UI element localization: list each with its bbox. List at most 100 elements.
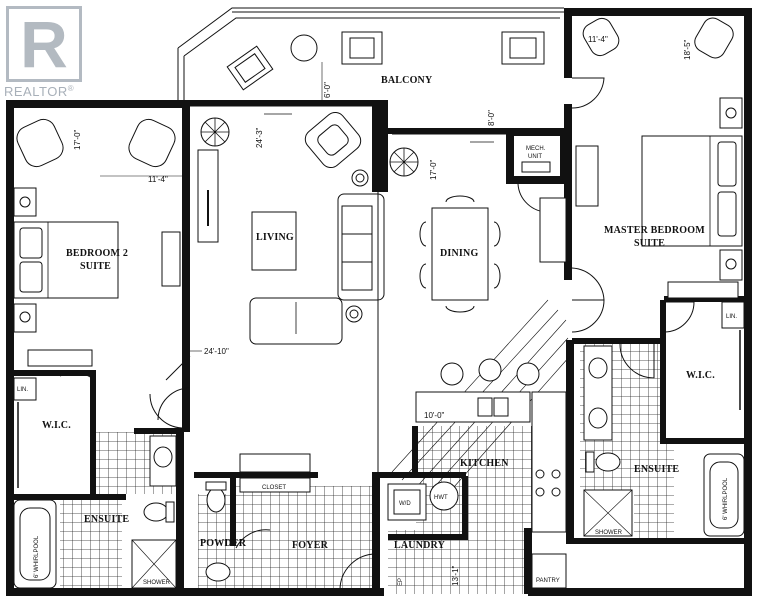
wall-wic-left-right	[90, 370, 96, 500]
kitchen-cooktop	[535, 469, 561, 497]
dim-bed2-width: 11'-4"	[148, 175, 168, 184]
shower-right-label: SHOWER	[595, 530, 623, 536]
dim-balcony-depth: 6'-0"	[323, 82, 332, 98]
wall-bottom	[6, 588, 384, 596]
foyer-label: FOYER	[292, 540, 329, 551]
dim-balcony-depth-2: 8'-0"	[487, 110, 496, 126]
living-sofa-right-cushion-1	[341, 205, 373, 235]
wd-label: W/D	[399, 501, 411, 507]
living-label: LIVING	[256, 232, 294, 243]
bed2-wic-door	[59, 372, 93, 379]
dining-chair-top	[445, 195, 475, 203]
hwt-tank	[429, 481, 459, 511]
wall-kitchen-right	[566, 340, 574, 540]
wall-master-left-2	[564, 104, 572, 280]
closet-shelf	[239, 453, 311, 473]
whirlpool-right-label: 6' WHIRLPOOL	[723, 477, 729, 520]
dining-chair-l1	[419, 221, 427, 247]
plant-icon-living	[200, 117, 230, 147]
realtor-logo-mark: R	[20, 7, 68, 81]
master-door-arc-top	[571, 77, 605, 109]
whirlpool-left-label: 6' WHIRLPOOL	[34, 535, 40, 578]
balcony-chair-2-inner	[509, 37, 537, 59]
mech-label-2: UNIT	[528, 154, 542, 160]
dim-bed2-length: 17'-0"	[73, 129, 82, 150]
master-armchair-right	[694, 17, 734, 59]
tile-ensuite-right-2	[634, 440, 674, 540]
ep-label: EP	[398, 578, 404, 586]
lin-left-box	[13, 377, 37, 401]
pantry-box	[531, 553, 567, 589]
wall-bottom-right	[528, 588, 750, 596]
realtor-reg: ®	[67, 84, 75, 93]
bed2-armchair-right	[128, 118, 176, 168]
wic-right-label: W.I.C.	[686, 370, 715, 381]
kitchen-island	[415, 391, 531, 423]
kitchen-sink-left	[477, 397, 493, 417]
whirlpool-left-inner	[19, 507, 51, 581]
master-armchair-left	[582, 17, 620, 57]
living-sofa-right-cushion-2	[341, 233, 373, 263]
dining-chair-l2	[419, 263, 427, 289]
shower-left-label: SHOWER	[143, 580, 171, 586]
bed2-lamp-top	[19, 196, 31, 208]
mech-unit-inner	[521, 161, 551, 173]
ensuite-left-door-arc	[149, 393, 183, 429]
wall-pantry	[524, 528, 532, 594]
wall-top-bedroom2	[6, 100, 186, 108]
wall-master-bottom-2	[572, 338, 664, 344]
living-coffee-table	[251, 211, 297, 271]
kitchen-counter-right	[531, 391, 567, 533]
bed2-pillow-2	[19, 261, 43, 293]
wall-ensuite-right-bottom	[566, 538, 752, 544]
closet-label: CLOSET	[262, 485, 286, 491]
living-sofa-right-cushion-3	[341, 261, 373, 291]
ensuite-right-sink-1	[588, 357, 608, 379]
ensuite-left-toilet-tank	[165, 501, 175, 523]
ensuite-right-sink-2	[588, 407, 608, 429]
mech-label-1: MECH.	[526, 146, 546, 152]
wall-laundry-top	[372, 472, 466, 478]
dim-kitchen-width: 10'-0"	[424, 411, 445, 420]
bedroom2-label-1: BEDROOM 2	[66, 248, 128, 259]
living-lamp-top-inner	[355, 173, 365, 183]
balcony-outline	[177, 7, 564, 104]
wic-door-arc	[663, 301, 695, 333]
wall-wic-right-bottom	[660, 438, 750, 444]
living-armchair	[304, 111, 362, 169]
balcony-round-table	[290, 34, 318, 62]
master-pillow-2	[717, 191, 737, 237]
balcony-label: BALCONY	[381, 75, 433, 86]
wall-master-bottom	[664, 296, 752, 302]
dim-master-width: 11'-4"	[588, 35, 608, 44]
whirlpool-right-inner	[709, 461, 739, 529]
dim-laundry: 13'-1"	[451, 565, 460, 586]
wall-powder-top	[194, 472, 318, 478]
ensuite-left-toilet	[143, 502, 169, 522]
wall-laundry-right	[462, 476, 468, 536]
wall-wic-left-bottom	[6, 494, 126, 500]
master-label-1: MASTER BEDROOM	[604, 225, 705, 236]
dining-table	[431, 207, 489, 301]
powder-sink	[205, 562, 231, 582]
lin-right: LIN.	[726, 314, 737, 320]
bed2-console	[27, 349, 93, 367]
ensuite-right-toilet	[595, 452, 621, 472]
bed2-armchair-left	[16, 118, 64, 168]
realtor-logo-text: REALTOR®	[4, 84, 74, 99]
kitchen-sink-right	[493, 397, 509, 417]
wall-master-left	[564, 8, 572, 78]
lin-right-box	[721, 301, 745, 329]
living-lamp-bottom-inner	[349, 309, 359, 319]
master-lamp-bottom	[725, 258, 737, 270]
wall-bedroom2-right	[182, 100, 190, 432]
powder-toilet-tank	[205, 481, 227, 491]
pantry-label: PANTRY	[536, 578, 560, 584]
master-lamp-top	[725, 107, 737, 119]
dining-chair-r1	[493, 221, 501, 247]
powder-toilet	[206, 487, 226, 513]
shower-left-x2	[131, 539, 177, 589]
bar-stools	[440, 358, 540, 386]
wall-laundry-lower	[388, 534, 468, 540]
